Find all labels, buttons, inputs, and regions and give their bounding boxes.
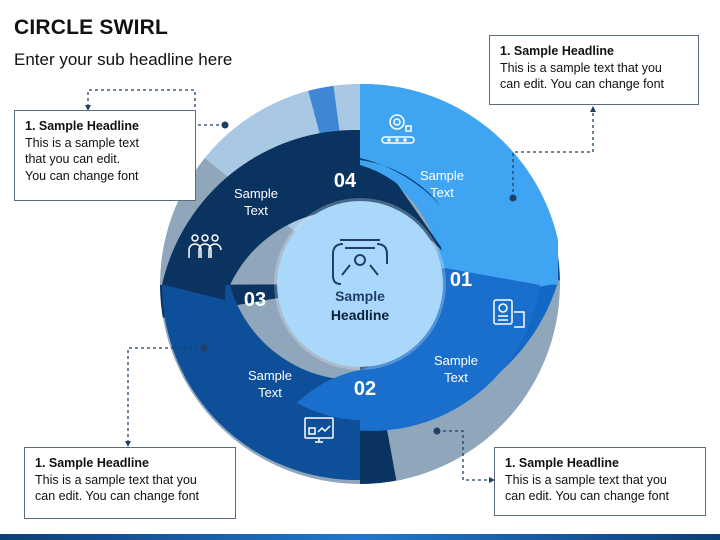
- center-text-line2: Headline: [331, 307, 390, 323]
- conveyor-gear-icon: [381, 114, 415, 144]
- connector-dot-01: [509, 194, 517, 202]
- callout-text: This is a sample text that you: [505, 472, 667, 487]
- segment-04-number: 04: [334, 170, 357, 192]
- segment-01-text-line1: Sample: [420, 168, 464, 183]
- callout-bottom-right: 1. Sample Headline This is a sample text…: [494, 447, 706, 516]
- callout-text: This is a sample text that you: [35, 472, 197, 487]
- callout-headline: 1. Sample Headline: [25, 119, 139, 133]
- segment-02-text-line2: Text: [444, 370, 468, 385]
- callout-headline: 1. Sample Headline: [505, 456, 619, 470]
- connector-dot-03: [200, 344, 208, 352]
- segment-02-text-line1: Sample: [434, 353, 478, 368]
- connector-lines: [87, 89, 594, 481]
- connector-01: [512, 107, 594, 198]
- connector-dot-04: [433, 427, 441, 435]
- callout-headline: 1. Sample Headline: [35, 456, 149, 470]
- center-text-line1: Sample: [335, 288, 385, 304]
- bottom-accent-bar: [0, 534, 720, 540]
- segment-04-text-line1: Sample: [234, 186, 278, 201]
- arrowhead-02: [85, 105, 91, 111]
- page-subtitle: Enter your sub headline here: [14, 50, 233, 69]
- callout-bottom-left: 1. Sample Headline This is a sample text…: [24, 447, 236, 519]
- connector-03: [127, 347, 204, 446]
- segment-02-number: 02: [354, 378, 376, 400]
- page-title: CIRCLE SWIRL: [14, 16, 169, 39]
- segment-03-number: 03: [244, 289, 266, 311]
- callout-top-left: 1. Sample Headline This is a sample text…: [14, 110, 196, 201]
- segment-01-number: 01: [450, 269, 472, 291]
- team-group-icon: [188, 234, 222, 258]
- callout-text: can edit. You can change font: [505, 489, 670, 503]
- callout-headline: 1. Sample Headline: [500, 44, 614, 58]
- callout-text: This is a sample text: [25, 135, 139, 150]
- segment-03-text-line1: Sample: [248, 368, 292, 383]
- arrowhead-03: [125, 441, 131, 447]
- callout-text: can edit. You can change font: [500, 77, 665, 91]
- arrowhead-01: [590, 106, 596, 112]
- center-circle[interactable]: [277, 201, 443, 367]
- arrowhead-04: [489, 477, 495, 483]
- connector-dot-02: [221, 121, 229, 129]
- segment-03-text-line2: Text: [258, 385, 282, 400]
- connector-04: [437, 430, 494, 481]
- dashboard-monitor-icon: [304, 417, 334, 443]
- finance-document-icon: [493, 299, 525, 328]
- segment-01-text-line2: Text: [430, 185, 454, 200]
- callout-top-right: 1. Sample Headline This is a sample text…: [489, 35, 699, 105]
- callout-text: This is a sample text that you: [500, 60, 662, 75]
- segment-04-text-line2: Text: [244, 203, 268, 218]
- pipe-icon: [332, 239, 388, 285]
- callout-text: You can change font: [25, 168, 139, 183]
- callout-text: that you can edit.: [25, 152, 121, 166]
- callout-text: can edit. You can change font: [35, 489, 200, 503]
- connector-02: [87, 89, 225, 126]
